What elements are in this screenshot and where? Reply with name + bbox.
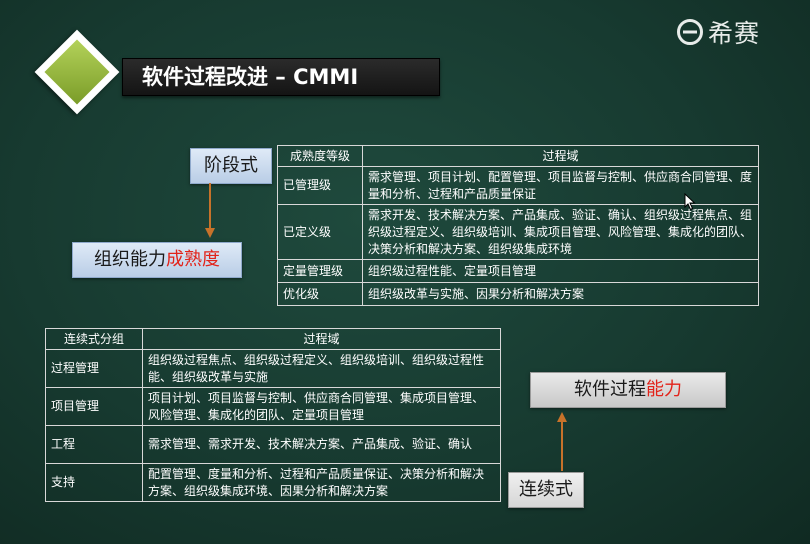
capability-label-prefix: 软件过程 <box>574 379 646 400</box>
areas-cell: 项目计划、项目监督与控制、供应商合同管理、集成项目管理、风险管理、集成化的团队、… <box>142 387 501 426</box>
maturity-label-prefix: 组织能力 <box>94 249 166 270</box>
staged-arrow-line <box>209 183 211 229</box>
staged-label: 阶段式 <box>190 148 272 184</box>
header-continuous-group: 连续式分组 <box>45 328 143 350</box>
maturity-label: 组织能力成熟度 <box>72 242 242 278</box>
header-process-area: 过程域 <box>142 328 501 350</box>
table-header-row: 成熟度等级 过程域 <box>277 145 759 167</box>
areas-cell: 需求开发、技术解决方案、产品集成、验证、确认、组织级过程焦点、组织级过程定义、组… <box>362 204 759 260</box>
areas-cell: 需求管理、项目计划、配置管理、项目监督与控制、供应商合同管理、度量和分析、过程和… <box>362 166 759 205</box>
group-cell: 支持 <box>45 463 143 502</box>
level-cell: 优化级 <box>277 282 363 306</box>
brand-logo: 希赛 <box>676 14 760 50</box>
table-row: 支持 配置管理、度量和分析、过程和产品质量保证、决策分析和解决方案、组织级集成环… <box>45 463 501 502</box>
table-row: 定量管理级 组织级过程性能、定量项目管理 <box>277 259 759 283</box>
continuous-arrow-up-icon <box>557 412 567 422</box>
continuous-arrow-line <box>561 421 563 471</box>
areas-cell: 需求管理、需求开发、技术解决方案、产品集成、验证、确认 <box>142 425 501 464</box>
areas-cell: 组织级改革与实施、因果分析和解决方案 <box>362 282 759 306</box>
xisai-logo-icon <box>677 19 703 45</box>
staged-arrow-down-icon <box>205 228 215 238</box>
header-process-area: 过程域 <box>362 145 759 167</box>
group-cell: 项目管理 <box>45 387 143 426</box>
brand-name: 希赛 <box>708 19 761 48</box>
continuous-group-table: 连续式分组 过程域 过程管理 组织级过程焦点、组织级过程定义、组织级培训、组织级… <box>45 328 501 502</box>
areas-cell: 配置管理、度量和分析、过程和产品质量保证、决策分析和解决方案、组织级集成环境、因… <box>142 463 501 502</box>
staged-maturity-table: 成熟度等级 过程域 已管理级 需求管理、项目计划、配置管理、项目监督与控制、供应… <box>277 145 759 306</box>
table-row: 已定义级 需求开发、技术解决方案、产品集成、验证、确认、组织级过程焦点、组织级过… <box>277 204 759 260</box>
areas-cell: 组织级过程焦点、组织级过程定义、组织级培训、组织级过程性能、组织级改革与实施 <box>142 349 501 388</box>
level-cell: 定量管理级 <box>277 259 363 283</box>
areas-cell: 组织级过程性能、定量项目管理 <box>362 259 759 283</box>
table-row: 项目管理 项目计划、项目监督与控制、供应商合同管理、集成项目管理、风险管理、集成… <box>45 387 501 426</box>
level-cell: 已定义级 <box>277 204 363 260</box>
group-cell: 工程 <box>45 425 143 464</box>
title-diamond-icon <box>44 39 110 105</box>
table-row: 工程 需求管理、需求开发、技术解决方案、产品集成、验证、确认 <box>45 425 501 464</box>
level-cell: 已管理级 <box>277 166 363 205</box>
capability-label: 软件过程能力 <box>530 372 726 408</box>
table-row: 过程管理 组织级过程焦点、组织级过程定义、组织级培训、组织级过程性能、组织级改革… <box>45 349 501 388</box>
table-header-row: 连续式分组 过程域 <box>45 328 501 350</box>
group-cell: 过程管理 <box>45 349 143 388</box>
header-maturity-level: 成熟度等级 <box>277 145 363 167</box>
mouse-cursor-icon <box>684 193 696 211</box>
table-row: 优化级 组织级改革与实施、因果分析和解决方案 <box>277 282 759 306</box>
maturity-label-highlight: 成熟度 <box>166 249 220 270</box>
title-banner <box>122 58 440 96</box>
slide-title: 软件过程改进 – CMMI <box>142 65 359 89</box>
capability-label-highlight: 能力 <box>646 379 682 400</box>
continuous-label: 连续式 <box>508 472 584 508</box>
